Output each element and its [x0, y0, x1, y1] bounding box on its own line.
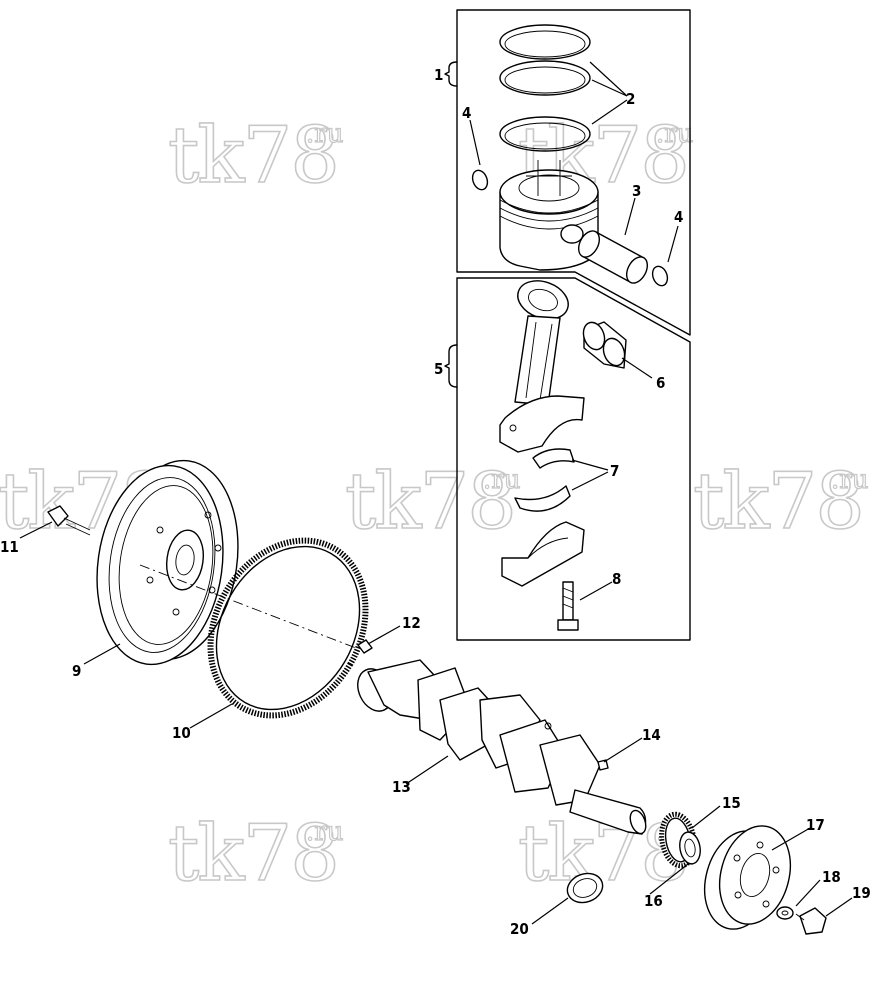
piston-box-brace: [444, 61, 458, 87]
flywheel-icon: [96, 459, 239, 666]
dowel-pin-icon: [357, 639, 373, 654]
watermark-6-suffix: .ru: [306, 817, 343, 847]
watermark-1-suffix: .ru: [306, 119, 343, 149]
spacer-icon: [679, 831, 701, 865]
callout-2: 2: [626, 90, 635, 108]
callout-3: 3: [632, 182, 641, 200]
watermark-5: tk78: [693, 457, 863, 547]
callout-9: 9: [72, 662, 81, 680]
piston-pin-icon: [577, 230, 649, 284]
callout-7: 7: [610, 462, 619, 480]
watermark-1: tk78: [168, 111, 338, 201]
crankshaft-icon: [357, 659, 647, 835]
callout-6: 6: [656, 374, 665, 392]
callout-5: 5: [434, 360, 443, 378]
callout-8: 8: [612, 570, 621, 588]
key-icon: [597, 759, 609, 771]
rod-bushing-icon: [582, 321, 627, 369]
connecting-rod-icon: [499, 280, 585, 453]
rod-cap-icon: [501, 521, 585, 587]
flywheel-centerline: [139, 564, 357, 649]
callout-15: 15: [722, 794, 741, 812]
callout-12: 12: [402, 614, 421, 632]
callout-14: 14: [642, 726, 661, 744]
callout-17: 17: [806, 816, 825, 834]
callout-10: 10: [172, 724, 191, 742]
pulley-hub-icon: [704, 825, 791, 930]
piston-box-outline: [456, 9, 691, 336]
washer-icon: [776, 906, 794, 920]
watermark-5-suffix: .ru: [831, 465, 868, 495]
callout-18: 18: [822, 868, 841, 886]
watermark-4-suffix: .ru: [483, 465, 520, 495]
callout-4-left: 4: [462, 104, 471, 122]
callout-16: 16: [644, 892, 663, 910]
watermark-group: tk78 .ru tk78 .ru tk78 .ru tk78 .ru tk78…: [0, 110, 869, 900]
watermark-2-suffix: .ru: [656, 119, 693, 149]
wear-sleeve-icon: [566, 872, 604, 904]
flywheel-bolt-icon: [47, 505, 91, 536]
rod-box-outline: [456, 277, 691, 641]
hub-bolt-icon: [795, 907, 827, 935]
rod-box-brace: [444, 344, 458, 388]
callout-4-right: 4: [674, 208, 683, 226]
piston-ring-icon: [499, 24, 591, 152]
snap-ring-icon: [471, 169, 669, 287]
watermark-4: tk78: [345, 457, 515, 547]
callout-1: 1: [434, 66, 443, 84]
ring-gear-icon: [207, 537, 369, 719]
rod-bolt-icon: [557, 581, 579, 631]
piston-icon: [499, 160, 599, 271]
callout-13: 13: [392, 778, 411, 796]
watermark-6: tk78: [168, 809, 338, 899]
leader-lines: [19, 61, 853, 925]
callout-19: 19: [852, 884, 871, 902]
rod-bearing-icon: [514, 448, 575, 512]
callout-11: 11: [0, 538, 19, 556]
callout-20: 20: [510, 920, 529, 938]
